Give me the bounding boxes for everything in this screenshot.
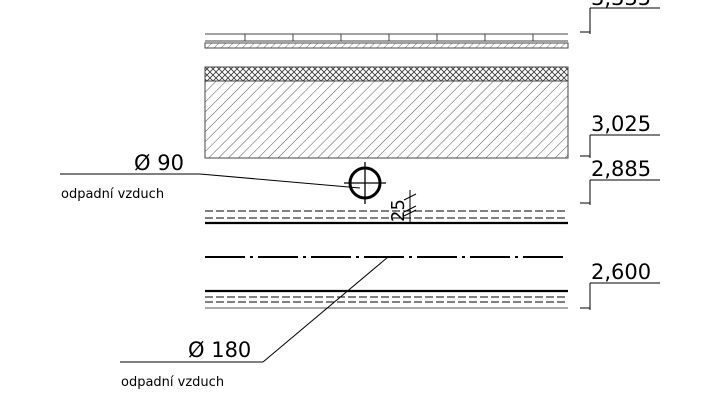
pipe-large-leader: Ø 180 odpadní vzduch [120,256,389,390]
dimension-25: 25 [388,190,417,222]
level-label-top: 3,335 [591,0,651,10]
floor-finish-layer [204,33,569,49]
level-label-1: 3,025 [591,112,651,136]
pipe-small-diameter: Ø 90 [134,151,184,175]
insulation-layer [204,66,569,82]
level-marker-2: 2,885 [580,157,660,205]
pipe-large-label: odpadní vzduch [121,375,224,390]
level-marker-1: 3,025 [580,112,660,158]
level-label-3: 2,600 [591,260,651,284]
pipe-large-diameter: Ø 180 [188,338,251,362]
level-marker-top: 3,335 [580,0,660,34]
level-label-2: 2,885 [591,157,651,181]
pipe-small [344,162,386,204]
ceiling-lines-upper [205,210,568,225]
pipe-small-label: odpadní vzduch [61,187,164,202]
ceiling-lines-lower [205,289,568,309]
concrete-slab [204,80,569,159]
level-marker-3: 2,600 [580,260,660,310]
pipe-small-leader: Ø 90 odpadní vzduch [60,151,361,202]
